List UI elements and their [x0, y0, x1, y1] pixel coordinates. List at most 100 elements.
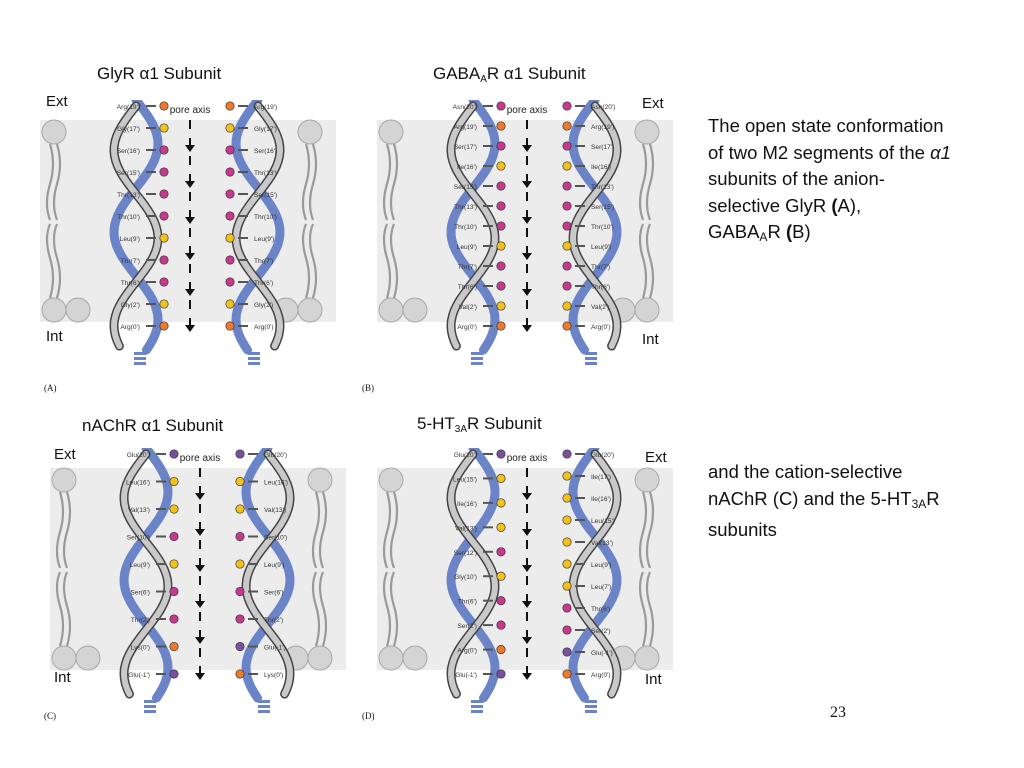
lipid-tail	[52, 223, 62, 299]
left-helix-tail-dash	[471, 357, 483, 360]
left-helix-tail-dash	[471, 700, 483, 703]
ext-label: Ext	[645, 449, 667, 466]
residue-ball	[235, 586, 245, 597]
lipid-tail	[389, 223, 399, 299]
lipid-tail	[382, 143, 392, 221]
residue-ball	[225, 211, 235, 221]
residue-label: Ser(15')	[117, 170, 140, 177]
residue-label: Thr(13')	[591, 184, 614, 191]
residue-label: Gly(17')	[117, 126, 140, 133]
panel-label: (D)	[362, 711, 375, 721]
right-helix-tail-dash	[585, 710, 597, 713]
residue-label: Ser(15')	[454, 184, 477, 191]
residue-label: Ser(6')	[264, 590, 284, 597]
residue-ball	[235, 504, 245, 514]
residue-ball	[496, 620, 506, 630]
lipid-head	[41, 297, 67, 323]
lipid-tail	[645, 143, 655, 221]
left-helix-blue-ribbon	[119, 448, 173, 703]
right-helix-tail-dash	[258, 705, 270, 708]
caption-line: The open state conformation	[708, 115, 944, 136]
residue-ball	[562, 581, 572, 591]
panel-label: (C)	[44, 711, 56, 721]
residue-label: Gly(2')	[254, 302, 273, 309]
residue-label: Ser(16')	[254, 148, 277, 155]
left-helix-grey-ribbon	[120, 451, 171, 697]
flow-arrow-icon	[195, 637, 205, 644]
int-label: Int	[642, 331, 659, 348]
residue-label: Val(13')	[128, 507, 150, 514]
residue-ball	[562, 321, 572, 331]
panel-label: (A)	[44, 383, 57, 393]
lipid-tail	[382, 491, 392, 569]
lipid-head	[51, 645, 77, 671]
bold-paren: (	[831, 194, 838, 216]
residue-label: Leu(9')	[591, 562, 611, 569]
residue-label: Arg(19')	[117, 104, 140, 111]
caption-line: subunits	[708, 519, 777, 540]
flow-arrow-icon	[522, 145, 532, 152]
lipid-head	[297, 119, 323, 145]
residue-ball	[562, 493, 572, 503]
flow-arrow-icon	[522, 601, 532, 608]
residue-ball	[496, 201, 506, 211]
caption-line: and the cation-selective	[708, 461, 903, 482]
flow-arrow-icon	[195, 601, 205, 608]
residue-ball	[235, 531, 245, 542]
residue-ball	[562, 301, 572, 311]
left-helix-blue-ribbon	[109, 100, 163, 355]
caption-text: )	[804, 221, 811, 242]
residue-label: Arg(19')	[254, 104, 277, 111]
residue-label: Val(2')	[459, 304, 477, 311]
title-subscript: 3A	[454, 424, 468, 435]
residue-ball	[496, 522, 506, 532]
residue-ball	[496, 141, 506, 151]
right-helix-tail-dash	[585, 352, 597, 355]
caption-cation: and the cation-selective nAChR (C) and t…	[708, 459, 1024, 544]
residue-ball	[562, 515, 572, 525]
residue-ball	[159, 233, 169, 243]
residue-label: Thr(6')	[254, 280, 273, 287]
lipid-head	[51, 467, 77, 493]
lipid-tail	[638, 571, 648, 647]
pore-axis-label: pore axis	[180, 453, 221, 464]
right-helix-tail-dash	[585, 357, 597, 360]
residue-ball	[169, 559, 179, 569]
flow-arrow-icon	[185, 253, 195, 260]
residue-label: Leu(15')	[591, 518, 615, 525]
pore-axis-label: pore axis	[507, 105, 548, 116]
right-helix-tail-dash	[258, 710, 270, 713]
residue-ball	[235, 559, 245, 569]
residue-ball	[169, 449, 179, 459]
residue-label: Thr(7')	[121, 258, 140, 265]
residue-label: Glu(-1')	[455, 672, 477, 679]
residue-label: Val(13')	[455, 525, 477, 532]
residue-ball	[159, 101, 169, 111]
residue-ball	[159, 189, 169, 199]
caption-text: of two M2 segments of the	[708, 141, 931, 163]
residue-label: Arg(0')	[591, 324, 611, 331]
ext-label: Ext	[642, 95, 664, 112]
lipid-tail	[382, 223, 392, 299]
residue-label: Arg(0')	[120, 324, 140, 331]
lipid-head	[634, 119, 660, 145]
residue-label: Gly(10')	[454, 574, 477, 581]
lipid-tail	[45, 143, 55, 221]
flow-arrow-icon	[185, 217, 195, 224]
left-helix-tail-dash	[471, 710, 483, 713]
pore-axis-label: pore axis	[170, 105, 211, 116]
panel-ref: A	[837, 194, 850, 216]
caption-text: nAChR (C) and the 5-HT	[708, 487, 912, 509]
residue-label: Asn(20')	[591, 104, 615, 111]
residue-ball	[496, 221, 506, 231]
flow-arrow-icon	[522, 325, 532, 332]
lipid-head	[378, 645, 404, 671]
residue-ball	[169, 614, 179, 624]
right-helix-tail-dash	[258, 700, 270, 703]
residue-label: Ile(16')	[457, 164, 477, 171]
residue-label: Thr(13')	[117, 192, 140, 199]
title-main: 5-HT	[417, 414, 455, 433]
panel-ref: B	[792, 221, 805, 242]
lipid-tail	[301, 143, 311, 221]
right-helix-tail-dash	[248, 362, 260, 365]
